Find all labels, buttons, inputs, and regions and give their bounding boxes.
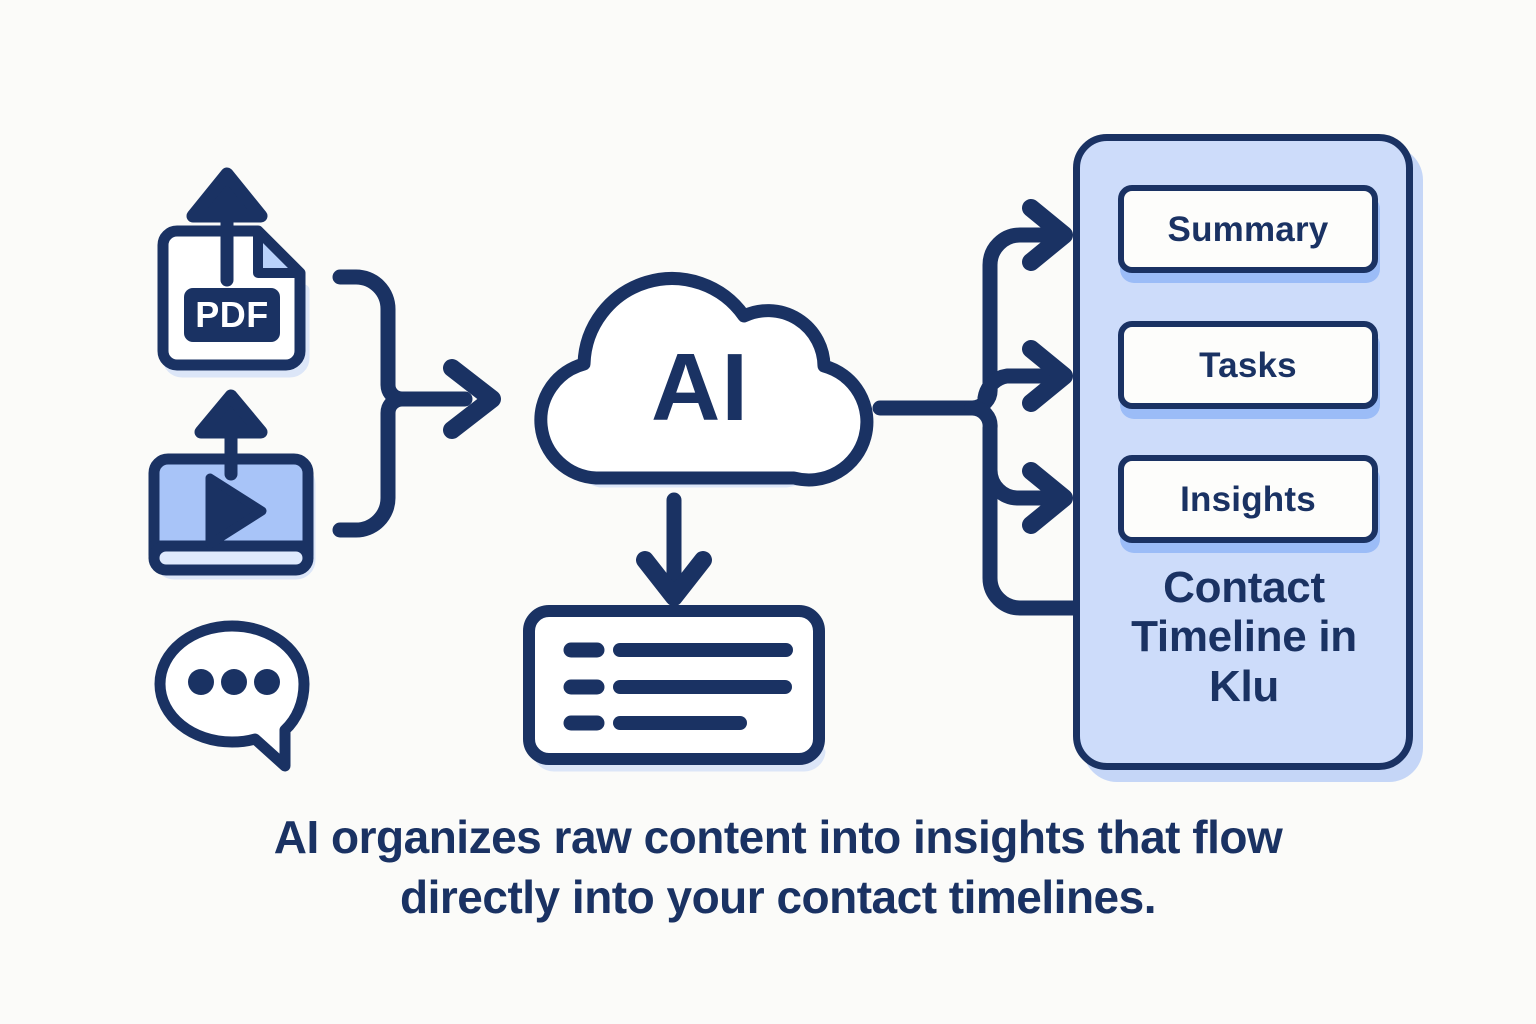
card-body[interactable]: Tasks xyxy=(1118,321,1378,409)
pdf-label: PDF xyxy=(195,294,269,335)
diagram-caption: AI organizes raw content into insights t… xyxy=(193,808,1363,928)
merge-brace-arrow xyxy=(332,269,473,538)
ai-cloud-icon xyxy=(534,272,874,487)
branch-fan-arrows xyxy=(872,227,1090,616)
panel-title-line-3: Klu xyxy=(1209,661,1279,711)
caption-line-1: AI organizes raw content into insights t… xyxy=(273,811,1283,863)
chat-bubble-icon xyxy=(154,620,310,772)
card-label-summary: Summary xyxy=(1167,209,1329,249)
pdf-label-badge: PDF xyxy=(184,288,280,342)
output-card-insights[interactable]: Insights xyxy=(1118,455,1380,553)
panel-title: Contact Timeline in Klu xyxy=(1094,563,1394,711)
output-card-tasks[interactable]: Tasks xyxy=(1118,321,1380,419)
down-arrow-icon xyxy=(636,492,712,606)
panel-title-line-1: Contact xyxy=(1163,563,1325,612)
ai-cloud-label: AI xyxy=(651,334,749,441)
upload-arrow-video-icon xyxy=(194,389,268,481)
video-play-icon xyxy=(148,453,314,576)
card-body[interactable]: Insights xyxy=(1118,455,1378,543)
contact-timeline-panel: Summary Tasks Insights Contact Timeline … xyxy=(1073,134,1413,770)
upload-arrow-pdf-icon xyxy=(186,167,268,287)
caption-line-2: directly into your contact timelines. xyxy=(400,870,1157,923)
card-body[interactable]: Summary xyxy=(1118,185,1378,273)
merge-arrow-head xyxy=(443,359,501,439)
panel-title-line-2: Timeline in xyxy=(1131,612,1357,662)
list-document-icon xyxy=(523,605,825,765)
branch-arrow-heads xyxy=(1022,199,1073,534)
output-card-summary[interactable]: Summary xyxy=(1118,185,1380,283)
card-label-insights: Insights xyxy=(1180,479,1316,519)
card-label-tasks: Tasks xyxy=(1199,345,1297,385)
